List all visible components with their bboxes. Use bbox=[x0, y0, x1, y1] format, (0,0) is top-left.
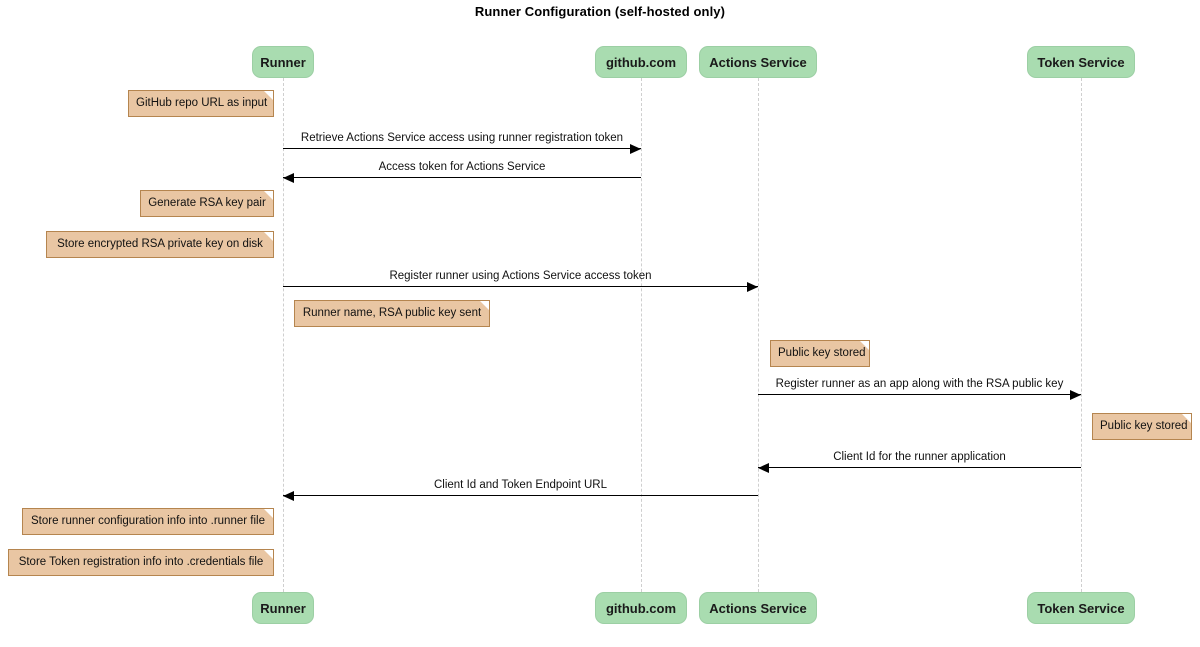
participant-github-bottom[interactable]: github.com bbox=[595, 592, 687, 624]
message-line bbox=[758, 467, 1081, 468]
message-label: Register runner as an app along with the… bbox=[775, 378, 1064, 390]
participant-label: Token Service bbox=[1037, 601, 1125, 616]
page-title: Runner Configuration (self-hosted only) bbox=[474, 4, 726, 19]
arrow-left-icon bbox=[283, 490, 294, 501]
note-text: Store encrypted RSA private key on disk bbox=[57, 238, 263, 250]
note-generate-rsa: Generate RSA key pair bbox=[140, 190, 274, 217]
note-fold-fill-icon bbox=[1182, 414, 1191, 423]
note-fold-fill-icon bbox=[860, 341, 869, 350]
arrow-right-icon bbox=[747, 281, 758, 292]
message-label: Register runner using Actions Service ac… bbox=[389, 270, 652, 282]
note-text: Public key stored bbox=[1100, 420, 1188, 432]
note-text: Runner name, RSA public key sent bbox=[302, 307, 482, 319]
participant-github-top[interactable]: github.com bbox=[595, 46, 687, 78]
participant-actions-top[interactable]: Actions Service bbox=[699, 46, 817, 78]
participant-runner-bottom[interactable]: Runner bbox=[252, 592, 314, 624]
note-public-key-stored-as: Public key stored bbox=[770, 340, 870, 367]
arrow-left-icon bbox=[758, 462, 769, 473]
participant-runner-top[interactable]: Runner bbox=[252, 46, 314, 78]
message-label: Access token for Actions Service bbox=[378, 161, 546, 173]
lifeline-token bbox=[1081, 78, 1082, 592]
participant-label: Actions Service bbox=[709, 601, 807, 616]
note-fold-fill-icon bbox=[264, 91, 273, 100]
message-line bbox=[283, 495, 758, 496]
message-label: Client Id and Token Endpoint URL bbox=[433, 479, 608, 491]
lifeline-runner bbox=[283, 78, 284, 592]
note-fold-fill-icon bbox=[264, 550, 273, 559]
note-store-private-key: Store encrypted RSA private key on disk bbox=[46, 231, 274, 258]
note-fold-fill-icon bbox=[264, 191, 273, 200]
participant-token-top[interactable]: Token Service bbox=[1027, 46, 1135, 78]
participant-actions-bottom[interactable]: Actions Service bbox=[699, 592, 817, 624]
note-store-runner-config: Store runner configuration info into .ru… bbox=[22, 508, 274, 535]
lifeline-github bbox=[641, 78, 642, 592]
participant-label: github.com bbox=[605, 55, 677, 70]
participant-label: Actions Service bbox=[709, 55, 807, 70]
note-store-token-reg: Store Token registration info into .cred… bbox=[8, 549, 274, 576]
note-fold-fill-icon bbox=[480, 301, 489, 310]
note-runner-name-pubkey: Runner name, RSA public key sent bbox=[294, 300, 490, 327]
message-label: Retrieve Actions Service access using ru… bbox=[300, 132, 624, 144]
message-line bbox=[283, 286, 758, 287]
message-line bbox=[283, 177, 641, 178]
participant-label: Runner bbox=[260, 601, 306, 616]
participant-label: github.com bbox=[605, 601, 677, 616]
arrow-right-icon bbox=[630, 143, 641, 154]
participant-label: Runner bbox=[260, 55, 306, 70]
lifeline-actions bbox=[758, 78, 759, 592]
note-text: Generate RSA key pair bbox=[148, 197, 266, 209]
arrow-left-icon bbox=[283, 172, 294, 183]
note-fold-fill-icon bbox=[264, 232, 273, 241]
participant-label: Token Service bbox=[1037, 55, 1125, 70]
note-fold-fill-icon bbox=[264, 509, 273, 518]
note-text: GitHub repo URL as input bbox=[136, 97, 268, 109]
note-text: Public key stored bbox=[778, 347, 866, 359]
arrow-right-icon bbox=[1070, 389, 1081, 400]
message-line bbox=[283, 148, 641, 149]
participant-token-bottom[interactable]: Token Service bbox=[1027, 592, 1135, 624]
note-public-key-stored-ts: Public key stored bbox=[1092, 413, 1192, 440]
message-label: Client Id for the runner application bbox=[833, 451, 1006, 463]
message-line bbox=[758, 394, 1081, 395]
note-github-repo-url: GitHub repo URL as input bbox=[128, 90, 274, 117]
note-text: Store Token registration info into .cred… bbox=[18, 556, 264, 568]
note-text: Store runner configuration info into .ru… bbox=[31, 515, 265, 527]
